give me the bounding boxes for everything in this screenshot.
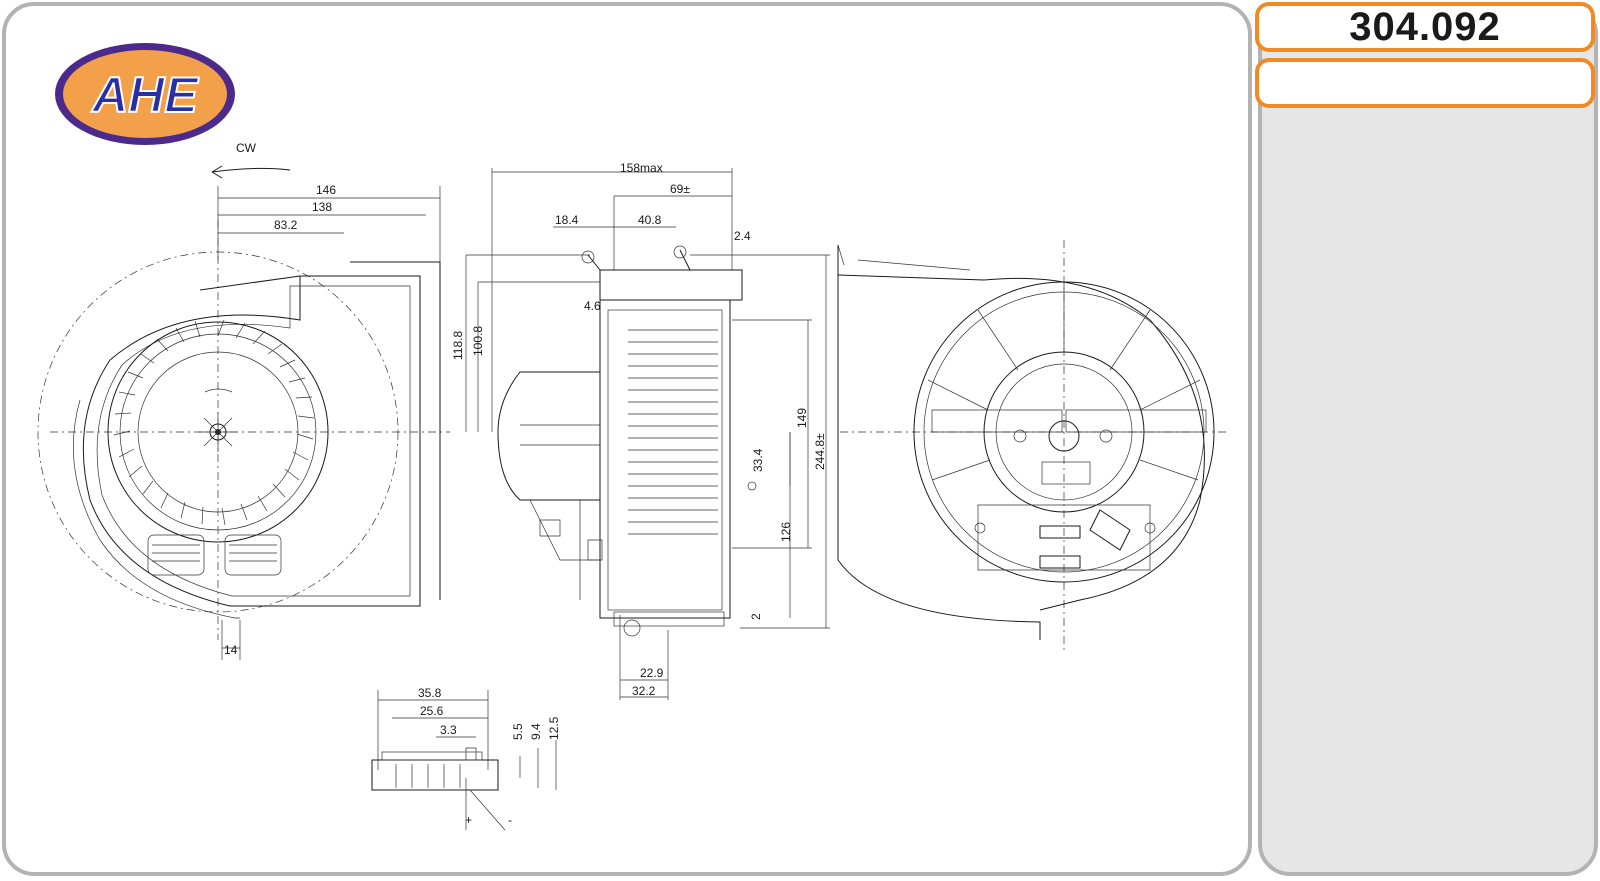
dim-100-8: 100.8 bbox=[471, 326, 485, 356]
minus-terminal: - bbox=[508, 813, 512, 827]
side-view: 158max 69± 18.4 40.8 2.4 4.6 118.8 100.8 bbox=[451, 161, 830, 700]
dim-83-2: 83.2 bbox=[274, 218, 298, 232]
dim-126: 126 bbox=[779, 522, 793, 542]
rear-view bbox=[837, 240, 1230, 650]
dim-244-8: 244.8± bbox=[813, 433, 827, 470]
dim-69: 69± bbox=[670, 182, 690, 196]
dim-22-9: 22.9 bbox=[640, 666, 664, 680]
part-number: 304.092 bbox=[1349, 4, 1501, 49]
ahe-logo: AHE bbox=[55, 43, 235, 145]
dim-3-3: 3.3 bbox=[440, 723, 457, 737]
dim-5-5: 5.5 bbox=[511, 723, 525, 740]
part-number-box: 304.092 bbox=[1255, 2, 1595, 52]
dim-33-4: 33.4 bbox=[751, 448, 765, 472]
connector-detail: 35.8 25.6 3.3 5.5 9.4 12.5 + - bbox=[371, 686, 561, 831]
technical-drawing: CW bbox=[37, 141, 1230, 831]
side-panel bbox=[1258, 2, 1598, 876]
front-view: CW bbox=[37, 141, 450, 660]
dim-2-4: 2.4 bbox=[734, 229, 751, 243]
logo-text: AHE bbox=[90, 67, 199, 123]
connector-body bbox=[371, 759, 499, 791]
dim-138: 138 bbox=[312, 200, 332, 214]
dim-25-6: 25.6 bbox=[420, 704, 444, 718]
dim-18-4: 18.4 bbox=[555, 213, 579, 227]
logo-fill bbox=[63, 50, 227, 138]
dim-14: 14 bbox=[224, 643, 238, 657]
dim-149: 149 bbox=[795, 408, 809, 428]
dim-158max: 158max bbox=[620, 161, 663, 175]
dim-35-8: 35.8 bbox=[418, 686, 442, 700]
plus-terminal: + bbox=[465, 813, 472, 827]
drawing-panel bbox=[2, 2, 1252, 876]
dim-146: 146 bbox=[316, 183, 336, 197]
dim-32-2: 32.2 bbox=[632, 684, 656, 698]
dim-118-8: 118.8 bbox=[451, 331, 465, 360]
rotation-label: CW bbox=[236, 141, 257, 155]
dim-4-6: 4.6 bbox=[584, 299, 601, 313]
dim-40-8: 40.8 bbox=[638, 213, 662, 227]
description-box bbox=[1255, 58, 1595, 108]
dim-2: 2 bbox=[749, 613, 763, 620]
rotation-arrow-icon bbox=[211, 167, 291, 173]
dim-9-4: 9.4 bbox=[529, 723, 543, 740]
dim-12-5: 12.5 bbox=[547, 716, 561, 740]
